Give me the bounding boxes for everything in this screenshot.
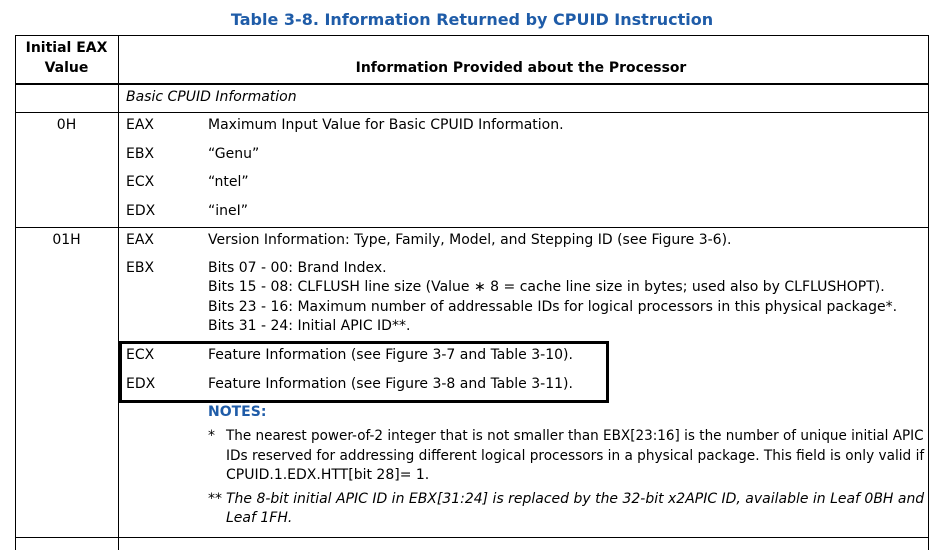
table-title: Table 3-8. Information Returned by CPUID…: [230, 10, 714, 29]
notes-heading: NOTES:: [208, 404, 267, 420]
note-1-marker: *: [208, 428, 215, 444]
column-divider: [118, 35, 119, 550]
leaf-0h-ecx-text: “ntel”: [208, 174, 249, 190]
note-1-line: The nearest power-of-2 integer that is n…: [226, 428, 924, 444]
leaf-0h-eax-text: Maximum Input Value for Basic CPUID Info…: [208, 117, 564, 133]
border-right: [928, 35, 929, 550]
leaf-01h-value: 01H: [52, 232, 81, 248]
leaf-0h-ebx-text: “Genu”: [208, 146, 260, 162]
leaf-0h-ecx-reg: ECX: [126, 174, 155, 190]
note-2-line: Leaf 1FH.: [226, 510, 293, 526]
leaf-0h-value: 0H: [56, 117, 77, 133]
border-top: [15, 35, 929, 36]
leaf-01h-ecx-reg: ECX: [126, 347, 155, 363]
leaf-0h-ebx-reg: EBX: [126, 146, 155, 162]
leaf-01h-eax-reg: EAX: [126, 232, 155, 248]
note-2-marker: **: [208, 491, 222, 507]
leaf-01h-eax-text: Version Information: Type, Family, Model…: [208, 232, 732, 248]
leaf-0h-eax-reg: EAX: [126, 117, 155, 133]
table-bottom-rule: [15, 537, 929, 538]
leaf-01h-ebx-line: Bits 15 - 08: CLFLUSH line size (Value ∗…: [208, 279, 885, 295]
header-info: Information Provided about the Processor: [355, 60, 687, 76]
section-rule: [15, 112, 929, 113]
note-2-line: The 8-bit initial APIC ID in EBX[31:24] …: [226, 491, 925, 507]
highlight-box: [119, 341, 609, 403]
header-eax-line2: Value: [44, 60, 89, 76]
note-1-line: CPUID.1.EDX.HTT[bit 28]= 1.: [226, 467, 430, 483]
leaf-01h-edx-text: Feature Information (see Figure 3-8 and …: [208, 376, 573, 392]
leaf-01h-ebx-line: Bits 31 - 24: Initial APIC ID**.: [208, 318, 411, 334]
border-left: [15, 35, 16, 550]
leaf-01h-ebx-reg: EBX: [126, 260, 155, 276]
header-eax-line1: Initial EAX: [25, 40, 108, 56]
leaf-01h-ebx-line: Bits 23 - 16: Maximum number of addressa…: [208, 299, 898, 315]
leaf-01h-ecx-text: Feature Information (see Figure 3-7 and …: [208, 347, 573, 363]
header-bottom-rule: [15, 83, 929, 85]
leaf-0h-edx-text: “ineI”: [208, 203, 249, 219]
section-label: Basic CPUID Information: [126, 89, 297, 105]
note-1-line: IDs reserved for addressing different lo…: [226, 448, 925, 464]
leaf-divider-rule: [15, 227, 929, 228]
leaf-01h-edx-reg: EDX: [126, 376, 156, 392]
leaf-01h-ebx-line: Bits 07 - 00: Brand Index.: [208, 260, 387, 276]
leaf-0h-edx-reg: EDX: [126, 203, 156, 219]
